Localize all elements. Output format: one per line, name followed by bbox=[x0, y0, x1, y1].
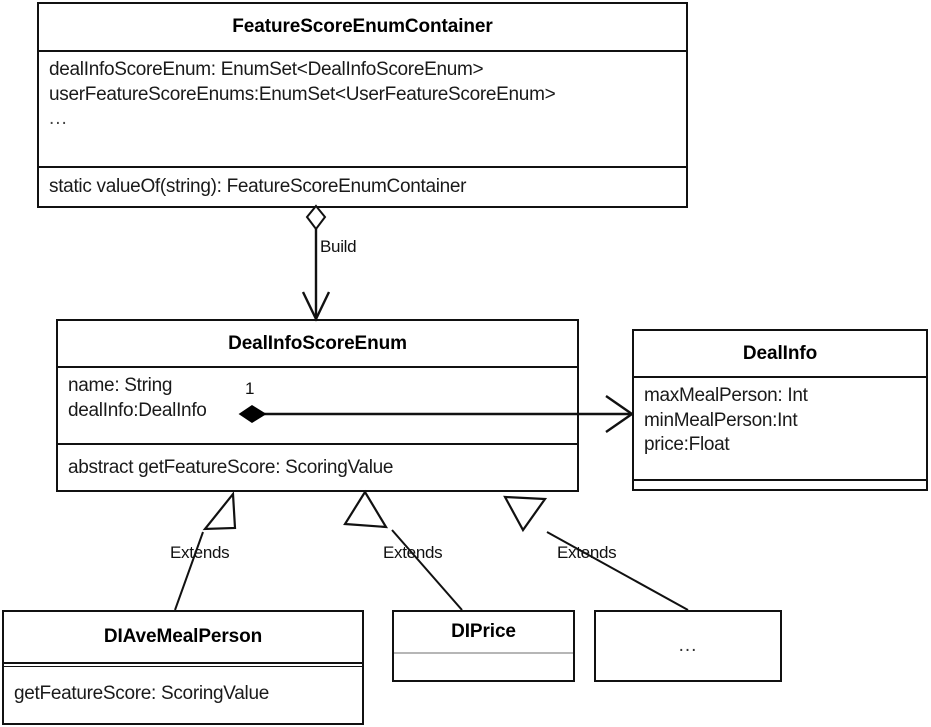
multiplicity-label-deal-info: 1 bbox=[245, 379, 255, 398]
class-box-feature-score-enum-container[interactable]: FeatureScoreEnumContainer dealInfoScoreE… bbox=[37, 2, 688, 208]
hollow-diamond-decoration bbox=[305, 204, 327, 231]
attribute-row: dealInfo:DealInfo bbox=[68, 399, 207, 421]
class-box-deal-info-score-enum[interactable]: DealInfoScoreEnum name: String dealInfo:… bbox=[56, 319, 579, 492]
method-row: abstract getFeatureScore: ScoringValue bbox=[68, 456, 394, 478]
extends-connector-line bbox=[391, 529, 463, 611]
edge-label-extends-ave-meal-person: Extends bbox=[170, 543, 230, 562]
hollow-triangle-decoration bbox=[503, 495, 548, 533]
open-arrow-decoration bbox=[605, 395, 635, 433]
edge-label-extends-more: Extends bbox=[557, 543, 617, 562]
method-row: getFeatureScore: ScoringValue bbox=[14, 682, 269, 704]
class-title-di-ave-meal-person: DIAveMealPerson bbox=[103, 626, 263, 647]
attribute-row: userFeatureScoreEnums:EnumSet<UserFeatur… bbox=[49, 83, 556, 105]
class-methods-deal-info-score-enum: abstract getFeatureScore: ScoringValue bbox=[58, 443, 577, 490]
class-box-di-ave-meal-person[interactable]: DIAveMealPerson getFeatureScore: Scoring… bbox=[2, 610, 364, 725]
class-methods-deal-info-empty bbox=[634, 479, 926, 489]
edge-label-build: Build bbox=[320, 237, 357, 256]
class-title-feature-score-enum-container: FeatureScoreEnumContainer bbox=[232, 16, 493, 37]
attribute-row: maxMealPerson: Int bbox=[644, 385, 808, 406]
attribute-row: price:Float bbox=[644, 434, 730, 456]
class-title-di-price: DIPrice bbox=[451, 621, 516, 642]
method-row: static valueOf(string): FeatureScoreEnum… bbox=[49, 176, 467, 197]
hollow-triangle-decoration bbox=[343, 489, 389, 529]
class-box-more-subclasses[interactable]: ... bbox=[594, 610, 782, 682]
class-methods-feature-score-enum-container: static valueOf(string): FeatureScoreEnum… bbox=[39, 166, 686, 206]
class-methods-di-ave-meal-person: getFeatureScore: ScoringValue bbox=[4, 662, 362, 723]
hollow-triangle-decoration bbox=[202, 491, 237, 531]
class-body-more-subclasses-ellipsis: ... bbox=[678, 635, 698, 656]
attribute-row: name: String bbox=[68, 375, 173, 396]
class-box-deal-info[interactable]: DealInfo maxMealPerson: Int minMealPerso… bbox=[632, 329, 928, 491]
attribute-row: dealInfoScoreEnum: EnumSet<DealInfoScore… bbox=[49, 59, 484, 80]
class-title-deal-info-score-enum: DealInfoScoreEnum bbox=[228, 332, 407, 354]
class-attributes-feature-score-enum-container: dealInfoScoreEnum: EnumSet<DealInfoScore… bbox=[39, 50, 686, 166]
class-title-deal-info: DealInfo bbox=[742, 342, 818, 364]
class-body-di-price-empty bbox=[394, 652, 573, 680]
class-attributes-deal-info-score-enum: name: String dealInfo:DealInfo bbox=[58, 366, 577, 443]
attribute-row-ellipsis: ... bbox=[49, 108, 68, 130]
open-arrow-decoration bbox=[301, 291, 331, 322]
relationship-build bbox=[301, 204, 331, 322]
attribute-row: minMealPerson:Int bbox=[644, 409, 798, 431]
edge-label-extends-price: Extends bbox=[383, 543, 443, 562]
class-box-di-price[interactable]: DIPrice bbox=[392, 610, 575, 682]
class-attributes-deal-info: maxMealPerson: Int minMealPerson:Int pri… bbox=[634, 376, 926, 479]
